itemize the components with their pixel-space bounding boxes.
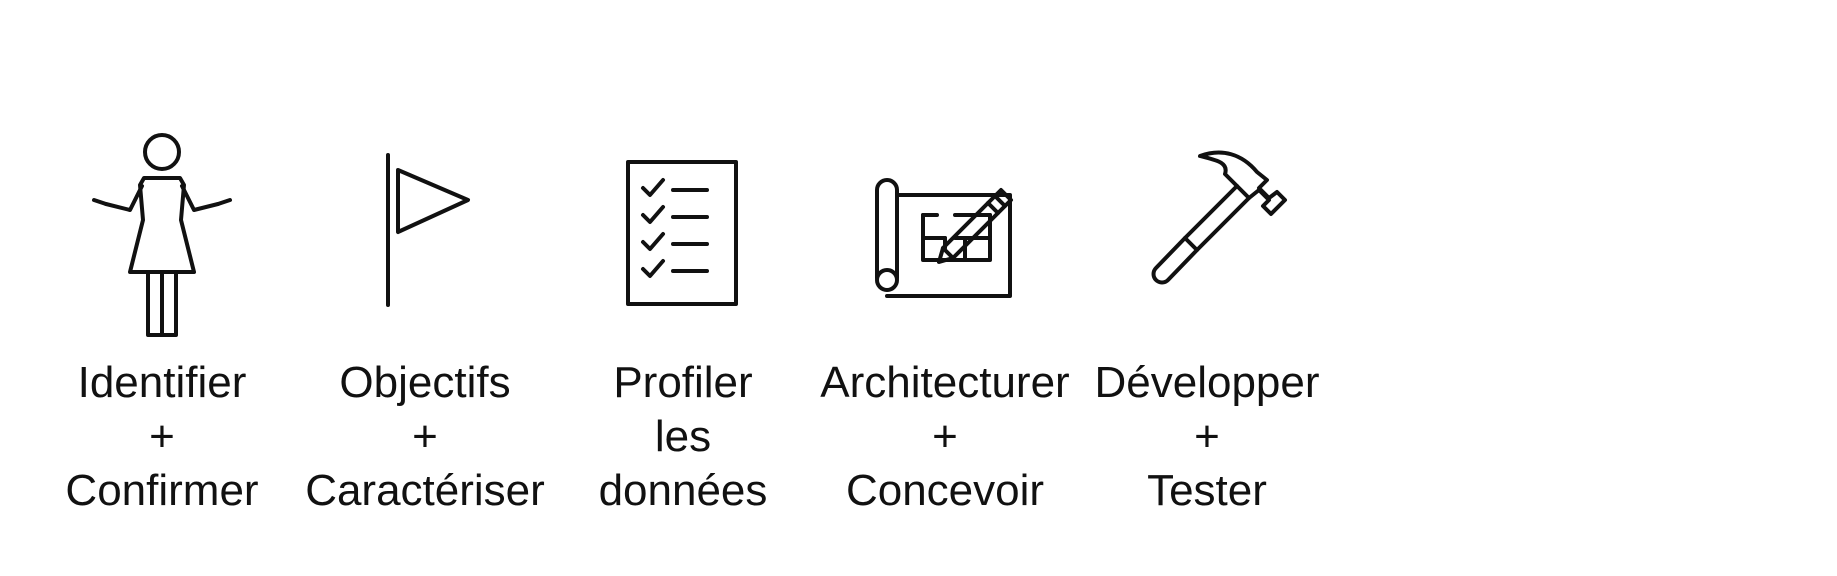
step-label: Architecturer + Concevoir <box>820 358 1070 515</box>
step-label: Développer + Tester <box>1094 358 1320 515</box>
blueprint-pencil-icon <box>855 120 1035 350</box>
hammer-icon <box>1117 120 1297 350</box>
woman-shrugging-icon <box>72 120 252 350</box>
step-label: Identifier + Confirmer <box>65 358 259 515</box>
checklist-icon <box>593 120 773 350</box>
flag-icon <box>335 120 515 350</box>
step-label: Profiler les données <box>598 358 768 515</box>
step-label: Objectifs + Caractériser <box>305 358 545 515</box>
